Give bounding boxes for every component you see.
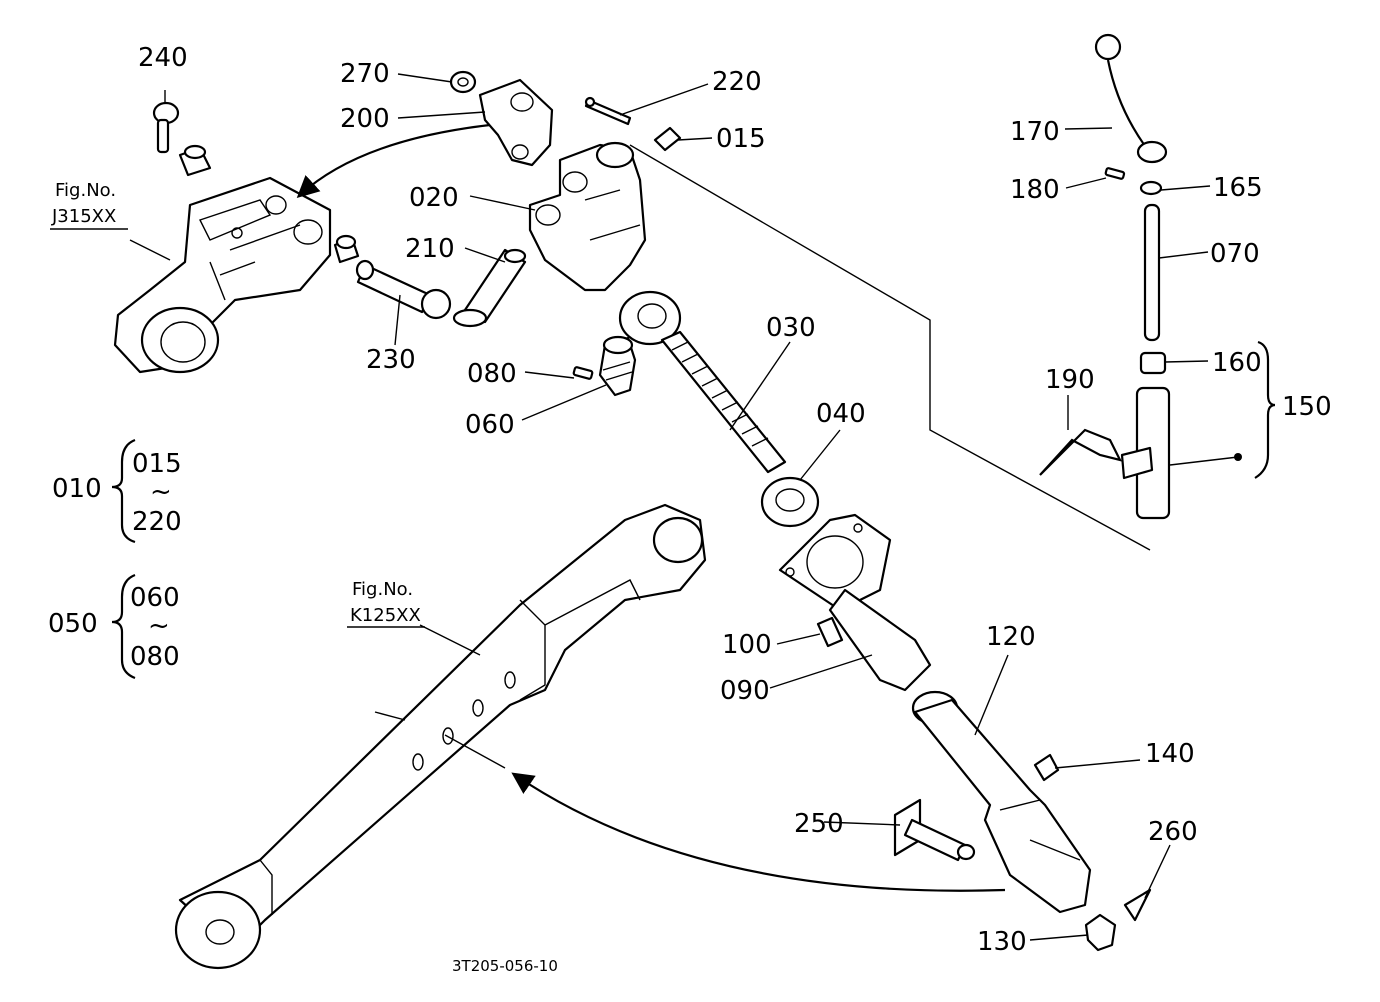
fig-ref-lower-line1: Fig.No. xyxy=(352,579,413,600)
pin-180 xyxy=(1104,167,1126,180)
label-240: 240 xyxy=(138,43,188,73)
gear-060 xyxy=(598,335,637,397)
label-040: 040 xyxy=(816,399,866,429)
fig-ref-upper: Fig.No. J315XX xyxy=(50,180,128,230)
lower-link xyxy=(174,503,707,970)
label-080: 080 xyxy=(467,359,517,389)
group-050-to: 080 xyxy=(130,642,180,672)
group-010-tilde: ~ xyxy=(150,477,172,507)
lift-arm xyxy=(113,176,332,374)
label-015: 015 xyxy=(716,124,766,154)
clevis-tube-120 xyxy=(911,690,1092,914)
group-010: 010 015 ~ 220 xyxy=(52,449,182,537)
grease-nipple-140 xyxy=(1033,753,1060,782)
label-020: 020 xyxy=(409,183,459,213)
label-190: 190 xyxy=(1045,365,1095,395)
group-050: 050 060 ~ 080 xyxy=(48,583,180,672)
grease-nipple-015 xyxy=(653,126,682,152)
label-090: 090 xyxy=(720,676,770,706)
collar-160 xyxy=(1139,351,1167,375)
reference-line xyxy=(629,144,1151,551)
bearing-040 xyxy=(760,476,820,528)
group-010-parent: 010 xyxy=(52,474,102,504)
washer-270 xyxy=(449,70,477,94)
arrow-lower xyxy=(511,772,1006,892)
cotter-pin-220 xyxy=(584,96,632,126)
label-120: 120 xyxy=(986,622,1036,652)
group-050-from: 060 xyxy=(130,583,180,613)
screw-shaft-030 xyxy=(618,290,787,474)
pin-240 xyxy=(152,101,180,154)
label-180: 180 xyxy=(1010,175,1060,205)
label-250: 250 xyxy=(794,809,844,839)
label-220: 220 xyxy=(712,67,762,97)
label-270: 270 xyxy=(340,59,390,89)
clevis-200 xyxy=(478,78,554,167)
fig-ref-lower: Fig.No. K125XX xyxy=(347,579,425,628)
group-010-from: 015 xyxy=(132,449,182,479)
rod-070 xyxy=(1143,203,1161,342)
housing-150 xyxy=(1120,386,1171,520)
lever-170 xyxy=(1094,33,1168,164)
pin-210 xyxy=(452,248,527,328)
label-130: 130 xyxy=(977,927,1027,957)
tube-090 xyxy=(778,513,932,692)
leader-lines xyxy=(129,73,1242,941)
label-060: 060 xyxy=(465,410,515,440)
label-150: 150 xyxy=(1282,392,1332,422)
bracket-020 xyxy=(528,141,647,292)
fig-ref-upper-line1: Fig.No. xyxy=(55,180,116,201)
label-170: 170 xyxy=(1010,117,1060,147)
label-210: 210 xyxy=(405,234,455,264)
bushing-upper xyxy=(178,144,212,177)
label-160: 160 xyxy=(1212,348,1262,378)
brace-010 xyxy=(111,438,136,544)
drawing-reference-code: 3T205-056-10 xyxy=(452,957,558,975)
part-labels: 240 270 200 220 015 020 210 230 080 060 … xyxy=(138,43,1332,957)
clip-260 xyxy=(1123,888,1152,922)
pin-230 xyxy=(355,259,452,320)
label-100: 100 xyxy=(722,630,772,660)
label-070: 070 xyxy=(1210,239,1260,269)
brace-150 xyxy=(1254,340,1276,479)
label-230: 230 xyxy=(366,345,416,375)
bushing-center xyxy=(333,234,360,264)
ring-165 xyxy=(1139,180,1163,196)
grease-nipple-100 xyxy=(816,616,844,648)
brace-050 xyxy=(111,573,136,680)
label-200: 200 xyxy=(340,104,390,134)
pin-250 xyxy=(893,798,976,862)
group-050-parent: 050 xyxy=(48,609,98,639)
label-260: 260 xyxy=(1148,817,1198,847)
group-050-tilde: ~ xyxy=(148,611,170,641)
fig-ref-upper-line2: J315XX xyxy=(51,206,116,227)
spring-clip-190 xyxy=(1039,428,1123,476)
pin-080 xyxy=(572,366,594,380)
fig-ref-lower-line2: K125XX xyxy=(350,605,421,626)
label-030: 030 xyxy=(766,313,816,343)
label-165: 165 xyxy=(1213,173,1263,203)
nut-130 xyxy=(1084,913,1117,952)
arrow-upper xyxy=(296,123,491,198)
group-010-to: 220 xyxy=(132,507,182,537)
label-140: 140 xyxy=(1145,739,1195,769)
